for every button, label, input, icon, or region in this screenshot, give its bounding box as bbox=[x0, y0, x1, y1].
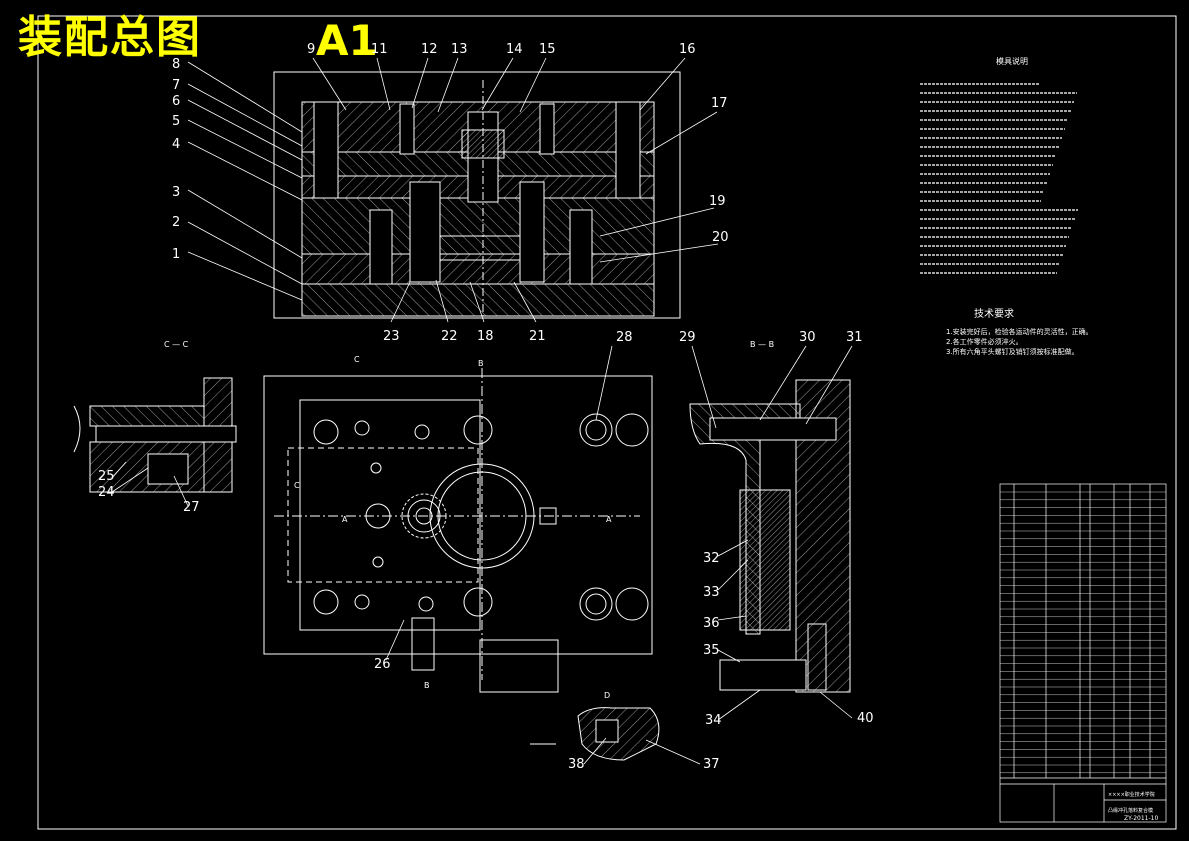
requirement-3: 3.所有六角平头螺钉及销钉须按标准配做。 bbox=[946, 347, 1079, 356]
callout-13: 13 bbox=[451, 42, 468, 57]
callout-24: 24 bbox=[98, 485, 115, 500]
section-label-a-right: A bbox=[606, 515, 612, 524]
section-bb-view bbox=[689, 379, 851, 693]
callout-32: 32 bbox=[703, 551, 720, 566]
front-section-view bbox=[273, 71, 681, 319]
requirement-1: 1.安装完好后，检验各运动件的灵活性，正确。 bbox=[946, 327, 1093, 336]
requirements-title: 技术要求 bbox=[974, 307, 1014, 320]
callout-38: 38 bbox=[568, 757, 585, 772]
callout-25: 25 bbox=[98, 469, 115, 484]
bom-table bbox=[999, 483, 1167, 823]
section-label-bb: B — B bbox=[750, 340, 774, 349]
section-label-c-top: C bbox=[354, 355, 360, 364]
callout-7: 7 bbox=[172, 78, 180, 93]
callout-14: 14 bbox=[506, 42, 523, 57]
callout-8: 8 bbox=[172, 57, 180, 72]
callout-9: 9 bbox=[307, 42, 315, 57]
callout-28: 28 bbox=[616, 330, 633, 345]
callout-4: 4 bbox=[172, 137, 180, 152]
callout-11: 11 bbox=[371, 42, 388, 57]
callout-31: 31 bbox=[846, 330, 863, 345]
callout-2: 2 bbox=[172, 215, 180, 230]
callout-17: 17 bbox=[711, 96, 728, 111]
callout-20: 20 bbox=[712, 230, 729, 245]
callout-26: 26 bbox=[374, 657, 391, 672]
callout-23: 23 bbox=[383, 329, 400, 344]
notes-title: 模具说明 bbox=[996, 56, 1028, 66]
callout-21: 21 bbox=[529, 329, 546, 344]
title-block-company: ××××职业技术学院 bbox=[1108, 791, 1155, 798]
callout-5: 5 bbox=[172, 114, 180, 129]
bom-rows bbox=[1000, 491, 1166, 773]
sheet-border bbox=[37, 15, 1177, 830]
title-block-drawing-name: 凸缘冲孔落料复合模 bbox=[1108, 807, 1153, 814]
callout-29: 29 bbox=[679, 330, 696, 345]
section-label-cc: C — C bbox=[164, 340, 189, 349]
callout-33: 33 bbox=[703, 585, 720, 600]
callout-40: 40 bbox=[857, 711, 874, 726]
callout-30: 30 bbox=[799, 330, 816, 345]
callout-6: 6 bbox=[172, 94, 180, 109]
callout-34: 34 bbox=[705, 713, 722, 728]
title-block-drawing-no: ZY-2011-10 bbox=[1124, 815, 1158, 822]
notes-lines bbox=[920, 83, 1078, 274]
sheet-size-label: A1 bbox=[316, 16, 378, 65]
callout-18: 18 bbox=[477, 329, 494, 344]
callout-1: 1 bbox=[172, 247, 180, 262]
callout-27: 27 bbox=[183, 500, 200, 515]
callout-16: 16 bbox=[679, 42, 696, 57]
callout-19: 19 bbox=[709, 194, 726, 209]
callout-37: 37 bbox=[703, 757, 720, 772]
callout-36: 36 bbox=[703, 616, 720, 631]
callout-12: 12 bbox=[421, 42, 438, 57]
section-label-c-left: C bbox=[294, 481, 300, 490]
callout-15: 15 bbox=[539, 42, 556, 57]
section-label-d: D bbox=[604, 691, 610, 700]
section-cc-view bbox=[73, 377, 237, 493]
section-label-a-left: A bbox=[342, 515, 348, 524]
callout-3: 3 bbox=[172, 185, 180, 200]
callout-22: 22 bbox=[441, 329, 458, 344]
drawing-title: 装配总图 bbox=[18, 12, 202, 63]
requirement-2: 2.各工作零件必须淬火。 bbox=[946, 337, 1023, 346]
section-label-b-top: B bbox=[478, 359, 484, 368]
callout-35: 35 bbox=[703, 643, 720, 658]
front-leaders bbox=[187, 57, 719, 323]
section-label-b-bottom: B bbox=[424, 681, 430, 690]
